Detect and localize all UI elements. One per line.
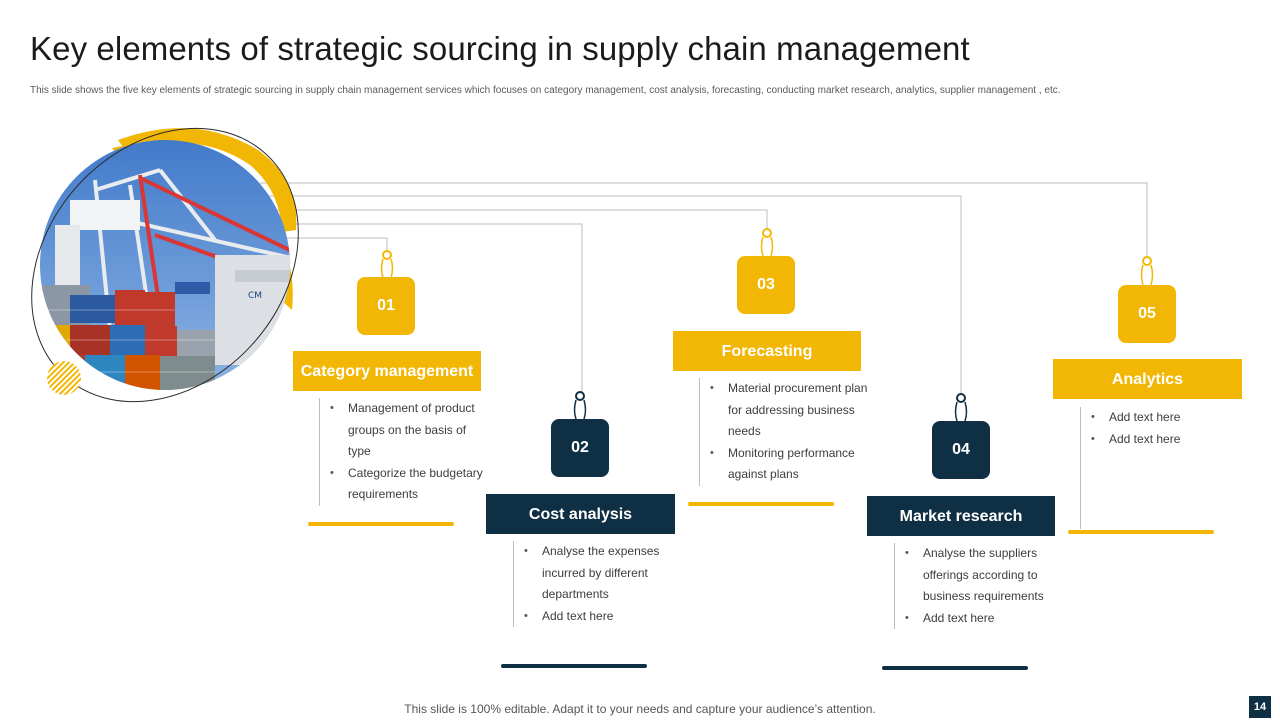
- list-item: Add text here: [1089, 429, 1230, 451]
- list-item: Categorize the budgetary requirements: [328, 463, 489, 506]
- list-item: Material procurement plan for addressing…: [708, 378, 869, 443]
- list-item: Add text here: [903, 608, 1054, 630]
- element-card-04: Analyse the suppliers offerings accordin…: [894, 543, 1054, 629]
- element-heading-market-research: Market research: [867, 496, 1055, 536]
- element-number-03: 03: [737, 256, 795, 314]
- list-item: Monitoring performance against plans: [708, 443, 869, 486]
- svg-text:CM: CM: [248, 291, 262, 301]
- element-number-05: 05: [1118, 285, 1176, 343]
- page-number: 14: [1249, 696, 1271, 718]
- list-item: Analyse the expenses incurred by differe…: [522, 541, 673, 606]
- footer-note: This slide is 100% editable. Adapt it to…: [404, 702, 876, 716]
- list-item: Add text here: [522, 606, 673, 628]
- element-underline-05: [1068, 530, 1214, 534]
- element-card-05: Add text here Add text here: [1080, 407, 1230, 529]
- element-number-02: 02: [551, 419, 609, 477]
- element-underline-01: [308, 522, 454, 526]
- element-heading-category-management: Category management: [293, 351, 481, 391]
- list-item: Analyse the suppliers offerings accordin…: [903, 543, 1054, 608]
- element-card-03: Material procurement plan for addressing…: [699, 378, 869, 486]
- element-card-02: Analyse the expenses incurred by differe…: [513, 541, 673, 627]
- page-subtitle: This slide shows the five key elements o…: [30, 85, 1061, 96]
- element-number-04: 04: [932, 421, 990, 479]
- element-heading-forecasting: Forecasting: [673, 331, 861, 371]
- element-card-01: Management of product groups on the basi…: [319, 398, 489, 506]
- list-item: Add text here: [1089, 407, 1230, 429]
- element-number-01: 01: [357, 277, 415, 335]
- element-heading-analytics: Analytics: [1053, 359, 1242, 399]
- element-underline-02: [501, 664, 647, 668]
- port-cranes-containers-photo: CM: [31, 127, 299, 403]
- element-underline-03: [688, 502, 834, 506]
- page-title: Key elements of strategic sourcing in su…: [30, 30, 970, 67]
- element-heading-cost-analysis: Cost analysis: [486, 494, 675, 534]
- list-item: Management of product groups on the basi…: [328, 398, 489, 463]
- element-underline-04: [882, 666, 1028, 670]
